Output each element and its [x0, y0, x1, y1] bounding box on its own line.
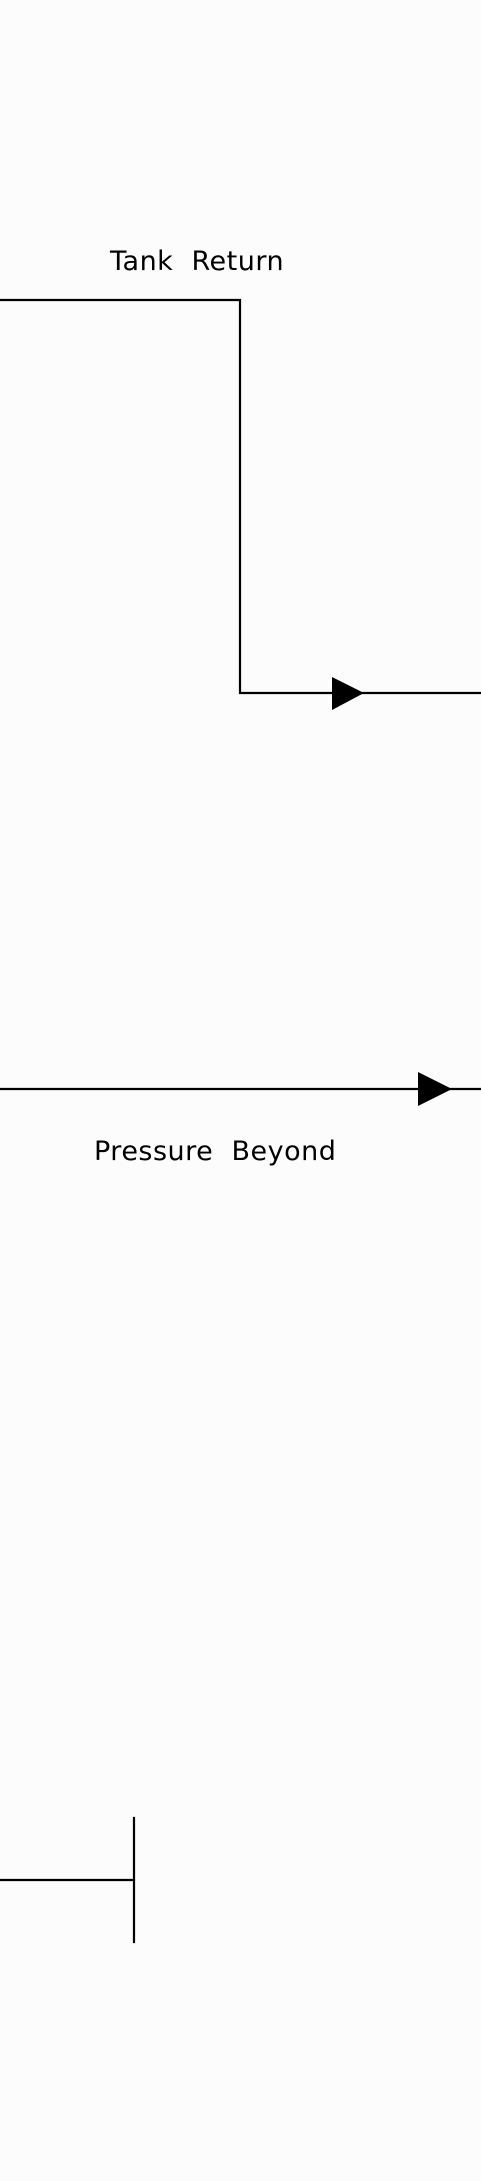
pressure-beyond-label: Pressure Beyond — [94, 1136, 336, 1167]
pressure-beyond-line-group: Pressure Beyond — [0, 1072, 481, 1167]
tank-return-label: Tank Return — [109, 246, 284, 277]
tank-return-arrow-icon — [332, 677, 364, 710]
tank-return-line — [0, 298, 481, 695]
blocked-line-group — [0, 1816, 136, 1944]
tank-return-line-group: Tank Return — [0, 246, 481, 710]
pressure-beyond-arrow-icon — [418, 1072, 452, 1106]
